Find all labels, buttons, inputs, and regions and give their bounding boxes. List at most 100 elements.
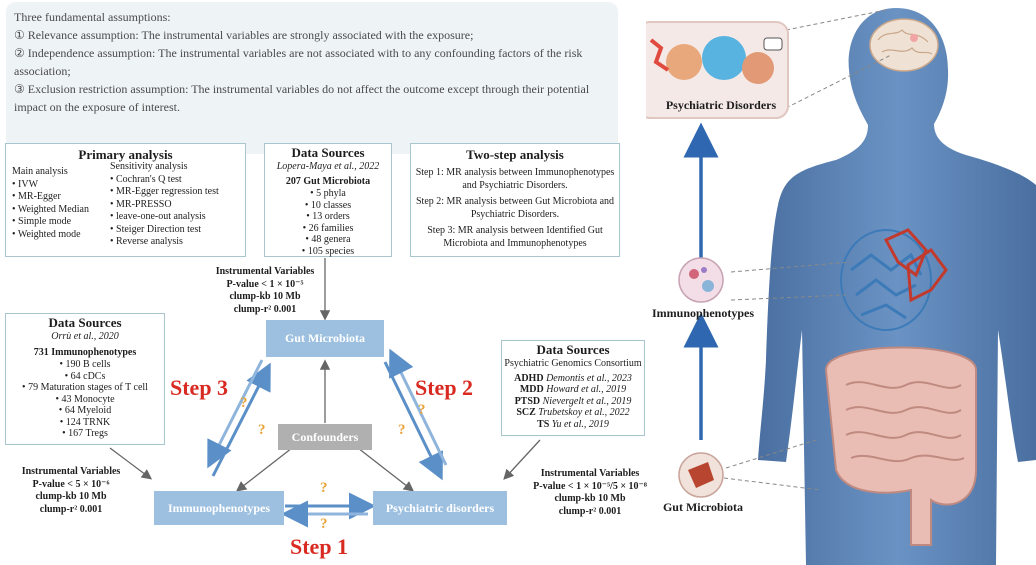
gut-sources-title: Data Sources (291, 145, 365, 160)
list-item: IVW (12, 179, 107, 192)
sensitivity-analysis-title: Sensitivity analysis (110, 161, 188, 172)
table-row: TS Yu et al., 2019 (537, 418, 609, 430)
assumptions-title: Three fundamental assumptions: (14, 10, 171, 24)
iv-clump-r2: clump-r² 0.001 (39, 503, 103, 515)
two-step-3: Step 3: MR analysis between Identified G… (427, 225, 603, 249)
iv-clump-kb: clump-kb 10 Mb (554, 493, 626, 504)
list-item: 64 Myeloid (6, 405, 164, 417)
psych-sources-title: Data Sources (536, 342, 610, 357)
list-item: 13 orders (265, 211, 391, 223)
immune-data-sources-box: Data Sources Orrù et al., 2020 731 Immun… (5, 313, 165, 445)
iv-pvalue: P-value < 1 × 10⁻⁵/5 × 10⁻⁸ (533, 480, 647, 492)
table-row: ADHD Demontis et al., 2023 (514, 372, 632, 384)
arrow-step3-down (207, 359, 264, 469)
list-item: 43 Monocyte (6, 394, 164, 406)
immune-cell-icon (678, 257, 724, 303)
psych-data-sources-box: Data Sources Psychiatric Genomics Consor… (501, 340, 645, 436)
psychiatric-disorders-label: Psychiatric Disorders (665, 98, 777, 112)
human-body-illustration (646, 8, 1036, 565)
assumptions-box (6, 2, 618, 154)
question-mark: ? (320, 480, 328, 496)
gut-sources-head: 207 Gut Microbiota (285, 175, 371, 187)
list-item: MR-Egger (12, 191, 107, 204)
primary-analysis-title: Primary analysis (78, 147, 173, 162)
sensitivity-list: Cochran's Q test MR-Egger regression tes… (110, 174, 245, 249)
list-item: MR-PRESSO (110, 199, 245, 212)
psych-sources-rows: ADHD Demontis et al., 2023 MDD Howard et… (502, 373, 644, 431)
assumption-3: ③ Exclusion restriction assumption: The … (14, 82, 590, 114)
list-item: Cochran's Q test (110, 174, 245, 187)
list-item: 26 families (265, 223, 391, 235)
list-item: 190 B cells (6, 359, 164, 371)
arrow-step2-down (383, 361, 443, 481)
gut-microbiota-label: Gut Microbiota (662, 500, 744, 514)
main-analysis-title: Main analysis (12, 166, 68, 177)
two-step-1: Step 1: MR analysis between Immunophenot… (415, 167, 615, 191)
list-item: 105 species (265, 246, 391, 258)
main-analysis-list: IVW MR-Egger Weighted Median Simple mode… (12, 179, 107, 242)
arrow-conf-to-psych (357, 447, 415, 492)
two-step-2: Step 2: MR analysis between Gut Microbio… (415, 196, 615, 220)
main-analysis-col: Main analysis IVW MR-Egger Weighted Medi… (12, 166, 107, 241)
list-item: Weighted mode (12, 229, 107, 242)
list-item: 10 classes (265, 200, 391, 212)
step-1-label: Step 1 (290, 534, 349, 559)
iv-clump-r2: clump-r² 0.001 (233, 303, 297, 315)
immunophenotypes-label: Immunophenotypes (651, 306, 755, 320)
list-item: MR-Egger regression test (110, 186, 245, 199)
arrow-step2-up (389, 348, 448, 466)
diagram-arrows (109, 258, 541, 528)
iv-right: Instrumental Variables P-value < 1 × 10⁻… (520, 468, 660, 518)
list-item: Weighted Median (12, 204, 107, 217)
iv-title: Instrumental Variables (540, 468, 640, 479)
iv-left: Instrumental Variables P-value < 5 × 10⁻… (6, 466, 136, 516)
immune-sources-cite: Orrù et al., 2020 (51, 331, 119, 342)
primary-analysis-box: Primary analysis Main analysis IVW MR-Eg… (5, 143, 246, 257)
iv-title: Instrumental Variables (215, 266, 315, 277)
table-row: MDD Howard et al., 2019 (519, 384, 627, 395)
list-item: 48 genera (265, 234, 391, 246)
iv-title: Instrumental Variables (21, 466, 121, 477)
arrow-immune-source (109, 447, 153, 480)
immune-sources-list: 190 B cells 64 cDCs 79 Maturation stages… (6, 359, 164, 440)
list-item: 5 phyla (265, 188, 391, 200)
intestines-icon (824, 346, 977, 546)
list-item: 167 Tregs (6, 428, 164, 440)
person-icon (666, 44, 702, 80)
sensitivity-analysis-col: Sensitivity analysis Cochran's Q test MR… (110, 161, 245, 249)
question-mark: ? (398, 422, 406, 438)
node-confounders: Confounders (278, 424, 372, 450)
immune-sources-title: Data Sources (48, 315, 122, 330)
gut-data-sources-box: Data Sources Lopera-Maya et al., 2022 20… (264, 143, 392, 257)
assumption-2: ② Independence assumption: The instrumen… (14, 46, 583, 78)
iv-clump-r2: clump-r² 0.001 (558, 505, 622, 517)
table-row: PTSD Nievergelt et al., 2019 (514, 395, 632, 407)
two-step-box: Two-step analysis Step 1: MR analysis be… (410, 143, 620, 257)
node-immunophenotypes: Immunophenotypes (154, 491, 284, 525)
assumptions-text: Three fundamental assumptions: ① Relevan… (14, 8, 614, 116)
lymph-node-icon (840, 229, 932, 331)
question-mark: ? (258, 422, 266, 438)
iv-pvalue: P-value < 5 × 10⁻⁶ (32, 478, 110, 490)
question-mark: ? (418, 402, 426, 418)
question-mark: ? (320, 516, 328, 532)
iv-clump-kb: clump-kb 10 Mb (35, 491, 107, 502)
list-item: 124 TRNK (6, 417, 164, 429)
list-item: Steiger Direction test (110, 224, 245, 237)
list-item: leave-one-out analysis (110, 211, 245, 224)
node-gut-microbiota: Gut Microbiota (266, 320, 384, 357)
arrow-conf-to-immuno (235, 447, 293, 492)
gut-sources-list: 5 phyla 10 classes 13 orders 26 families… (265, 188, 391, 257)
iv-pvalue: P-value < 1 × 10⁻⁵ (226, 278, 304, 290)
list-item: 64 cDCs (6, 371, 164, 383)
table-row: SCZ Trubetskoy et al., 2022 (516, 407, 630, 418)
two-step-title: Two-step analysis (466, 147, 564, 162)
step-3-label: Step 3 (170, 375, 229, 400)
iv-clump-kb: clump-kb 10 Mb (229, 291, 301, 302)
assumption-1: ① Relevance assumption: The instrumental… (14, 28, 474, 42)
arrow-psych-source (503, 439, 541, 480)
immune-sources-head: 731 Immunophenotypes (33, 346, 137, 358)
step-2-label: Step 2 (415, 375, 474, 400)
list-item: Simple mode (12, 216, 107, 229)
brain-icon (869, 18, 939, 72)
